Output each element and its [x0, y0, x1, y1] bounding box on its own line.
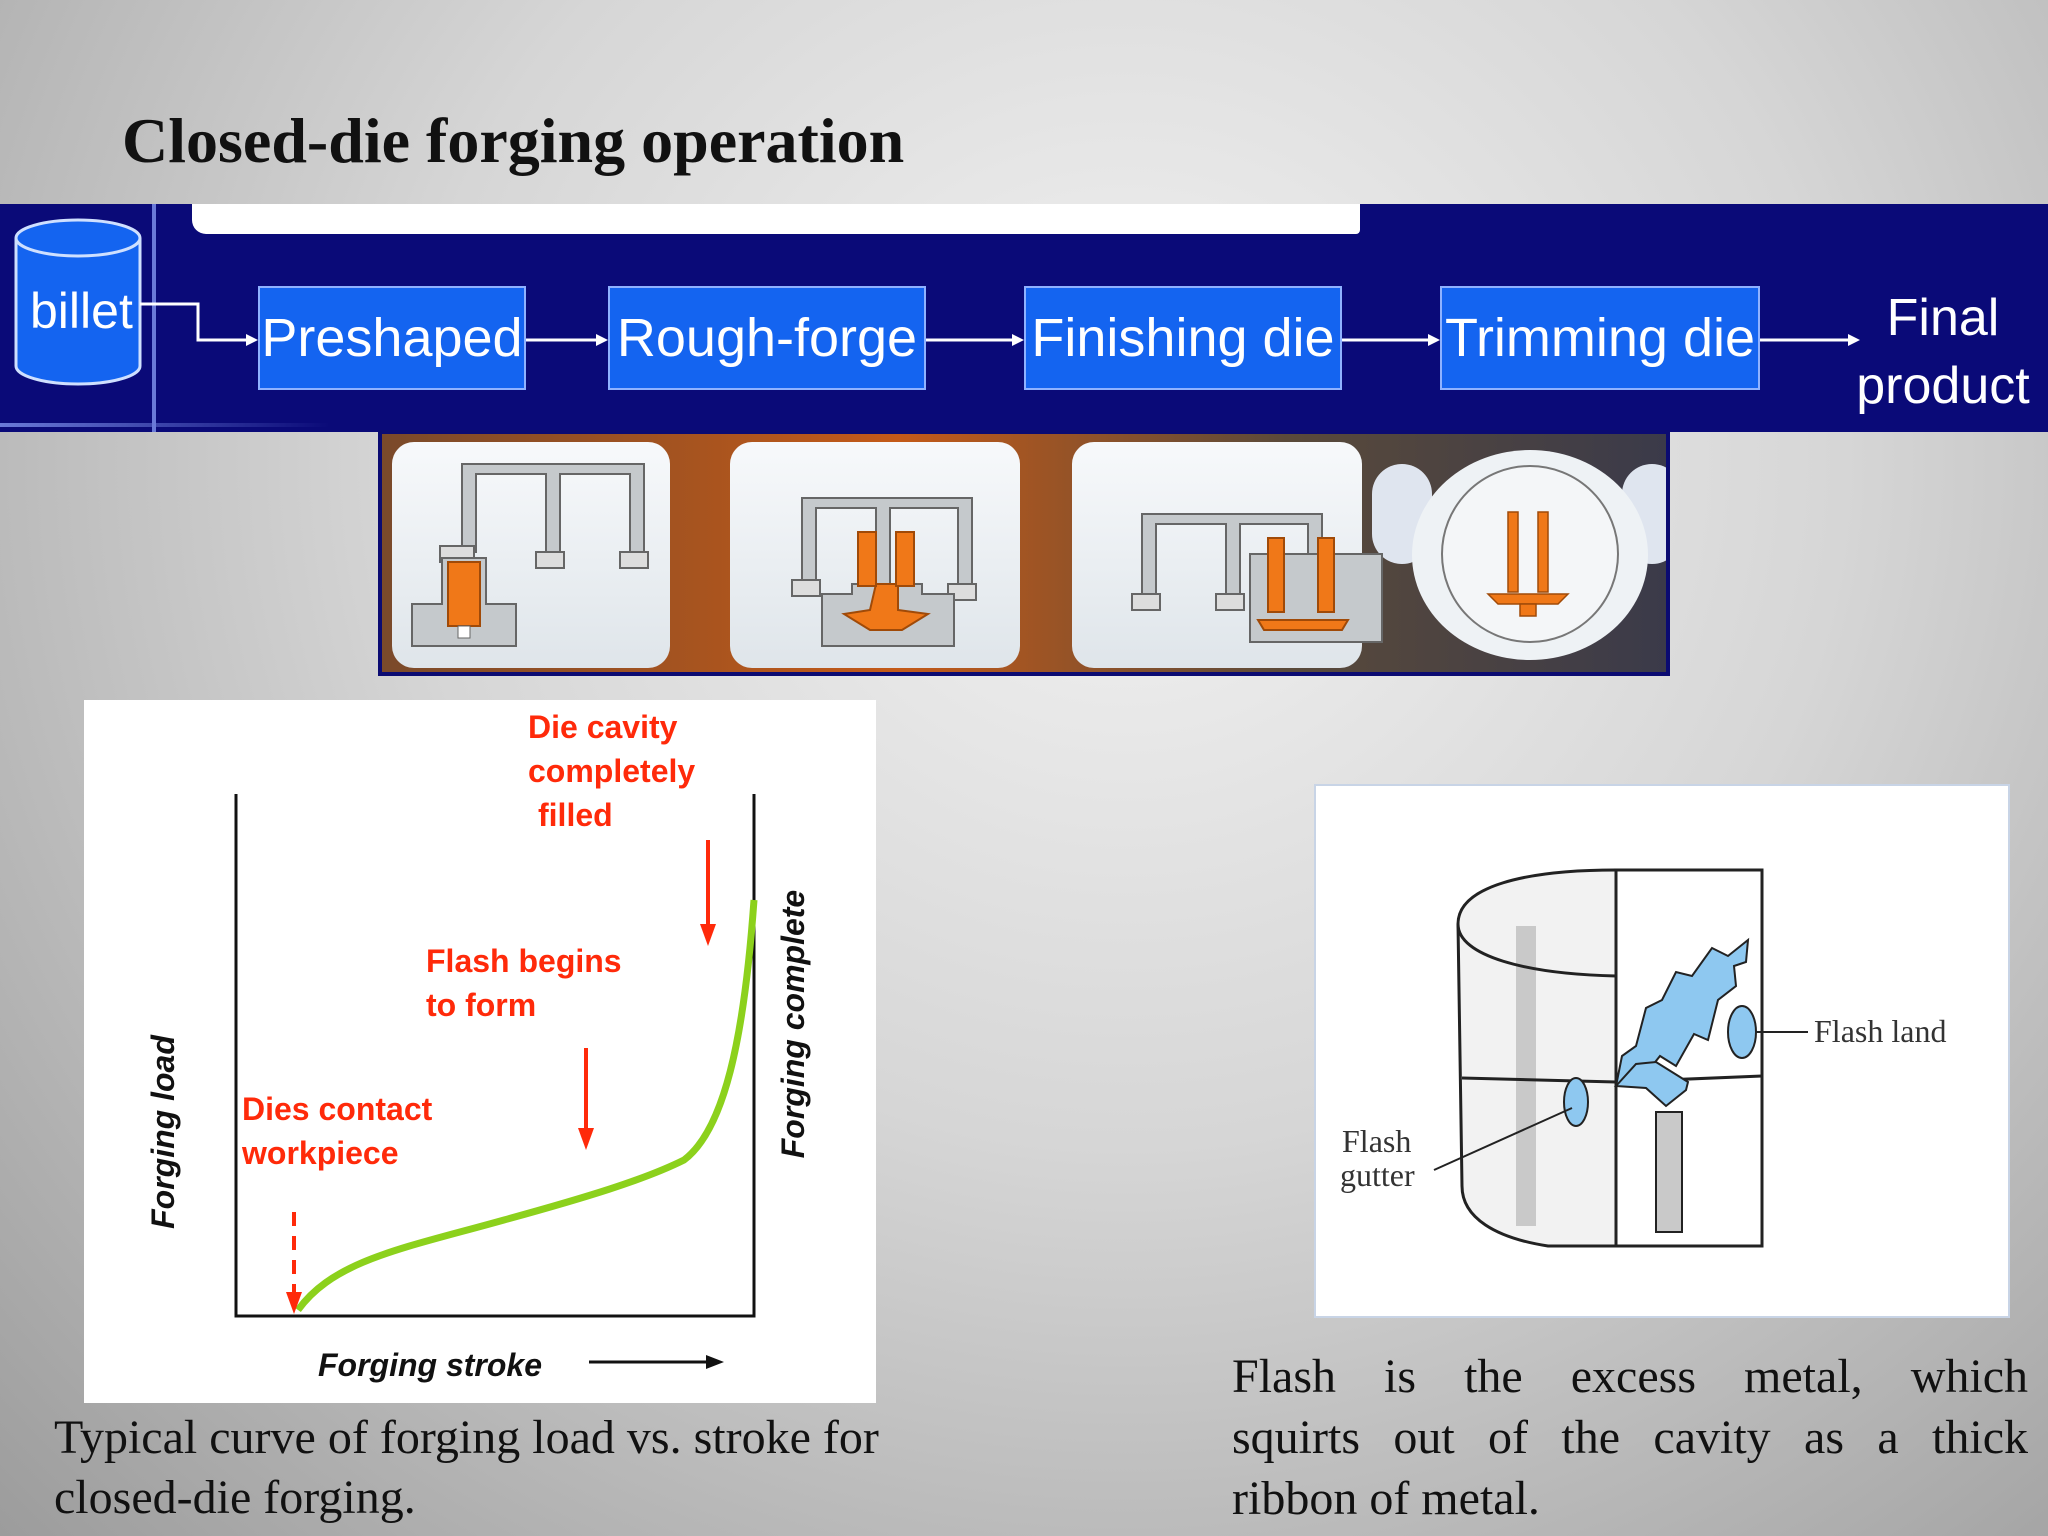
chart-caption: Typical curve of forging load vs. stroke… [54, 1408, 1054, 1528]
die-cavity [1614, 937, 1750, 1087]
annot-flash-line1: Flash begins [426, 943, 622, 979]
flow-arrowheads [246, 334, 1860, 346]
flash-land-groove [1727, 1005, 1757, 1059]
annot-contact-line1: Dies contact [242, 1091, 433, 1127]
rough-forge-die-drawing [791, 497, 977, 647]
final-line-2: product [1856, 357, 2030, 415]
finishing-die-drawing [1131, 513, 1383, 643]
divider-line [152, 204, 156, 432]
trimmed-part-drawing [1441, 465, 1619, 643]
flash-caption-line2: squirts out of the cavity as a thick [1232, 1411, 2028, 1464]
flow-connectors [140, 302, 1848, 342]
flash-caption: Flash is the excess metal, which squirts… [1232, 1346, 2028, 1529]
billet-label: billet [30, 283, 133, 339]
flash-caption-line3: ribbon of metal. [1232, 1472, 1540, 1525]
step-rough-forge: Rough-forge [608, 286, 926, 390]
flash-gutter-leader [1433, 1107, 1573, 1171]
flash-land-label: Flash land [1814, 1013, 1946, 1049]
stroke-axis-arrowhead [706, 1355, 724, 1369]
contact-arrow-head [286, 1292, 302, 1314]
die-drawings [411, 463, 1619, 647]
sprue-channel [1655, 1111, 1683, 1233]
y-axis-label: Forging load [145, 1034, 181, 1229]
final-product-label: Final product [1848, 284, 2038, 420]
step-finishing-die: Finishing die [1024, 286, 1342, 390]
die-shading [1516, 926, 1536, 1226]
chart-caption-line2: closed-die forging. [54, 1471, 416, 1524]
billet-cylinder-icon [14, 218, 142, 386]
flash-gutter-groove [1563, 1077, 1589, 1127]
final-line-1: Final [1886, 289, 2000, 347]
step-preshaped: Preshaped [258, 286, 526, 390]
annot-contact-line2: workpiece [241, 1135, 399, 1171]
annot-flash-line2: to form [426, 987, 536, 1023]
underline-glow [0, 423, 330, 427]
annot-filled-line3: filled [538, 797, 613, 833]
die-illustration-strip [378, 430, 1670, 676]
chart-frame [234, 794, 756, 1318]
preshape-die-drawing [411, 463, 649, 647]
flash-caption-line1: Flash is the excess metal, which [1232, 1350, 2028, 1403]
flow-graphics [14, 218, 1860, 386]
forging-complete-label: Forging complete [775, 890, 811, 1158]
white-strip [192, 204, 1360, 234]
forging-load-chart: Forging load Forging complete Forging st… [84, 700, 876, 1403]
flash-arrow-head [578, 1128, 594, 1150]
filled-arrow-head [700, 924, 716, 946]
flash-die-drawing: Flash land Flash gutter [1340, 868, 1946, 1248]
annot-filled-line2: completely [528, 753, 695, 789]
chart-caption-line1: Typical curve of forging load vs. stroke… [54, 1411, 879, 1464]
flash-gutter-label-line2: gutter [1340, 1157, 1415, 1193]
flash-gutter-label-line1: Flash [1342, 1123, 1411, 1159]
step-trimming-die: Trimming die [1440, 286, 1760, 390]
flash-diagram: Flash land Flash gutter [1314, 784, 2010, 1318]
parting-line [1461, 1076, 1617, 1084]
slide-title: Closed-die forging operation [122, 105, 905, 176]
load-curve [295, 899, 758, 1313]
x-axis-label: Forging stroke [318, 1347, 542, 1383]
annot-filled-line1: Die cavity [528, 709, 678, 745]
load-stroke-plot: Forging load Forging complete Forging st… [145, 709, 811, 1383]
